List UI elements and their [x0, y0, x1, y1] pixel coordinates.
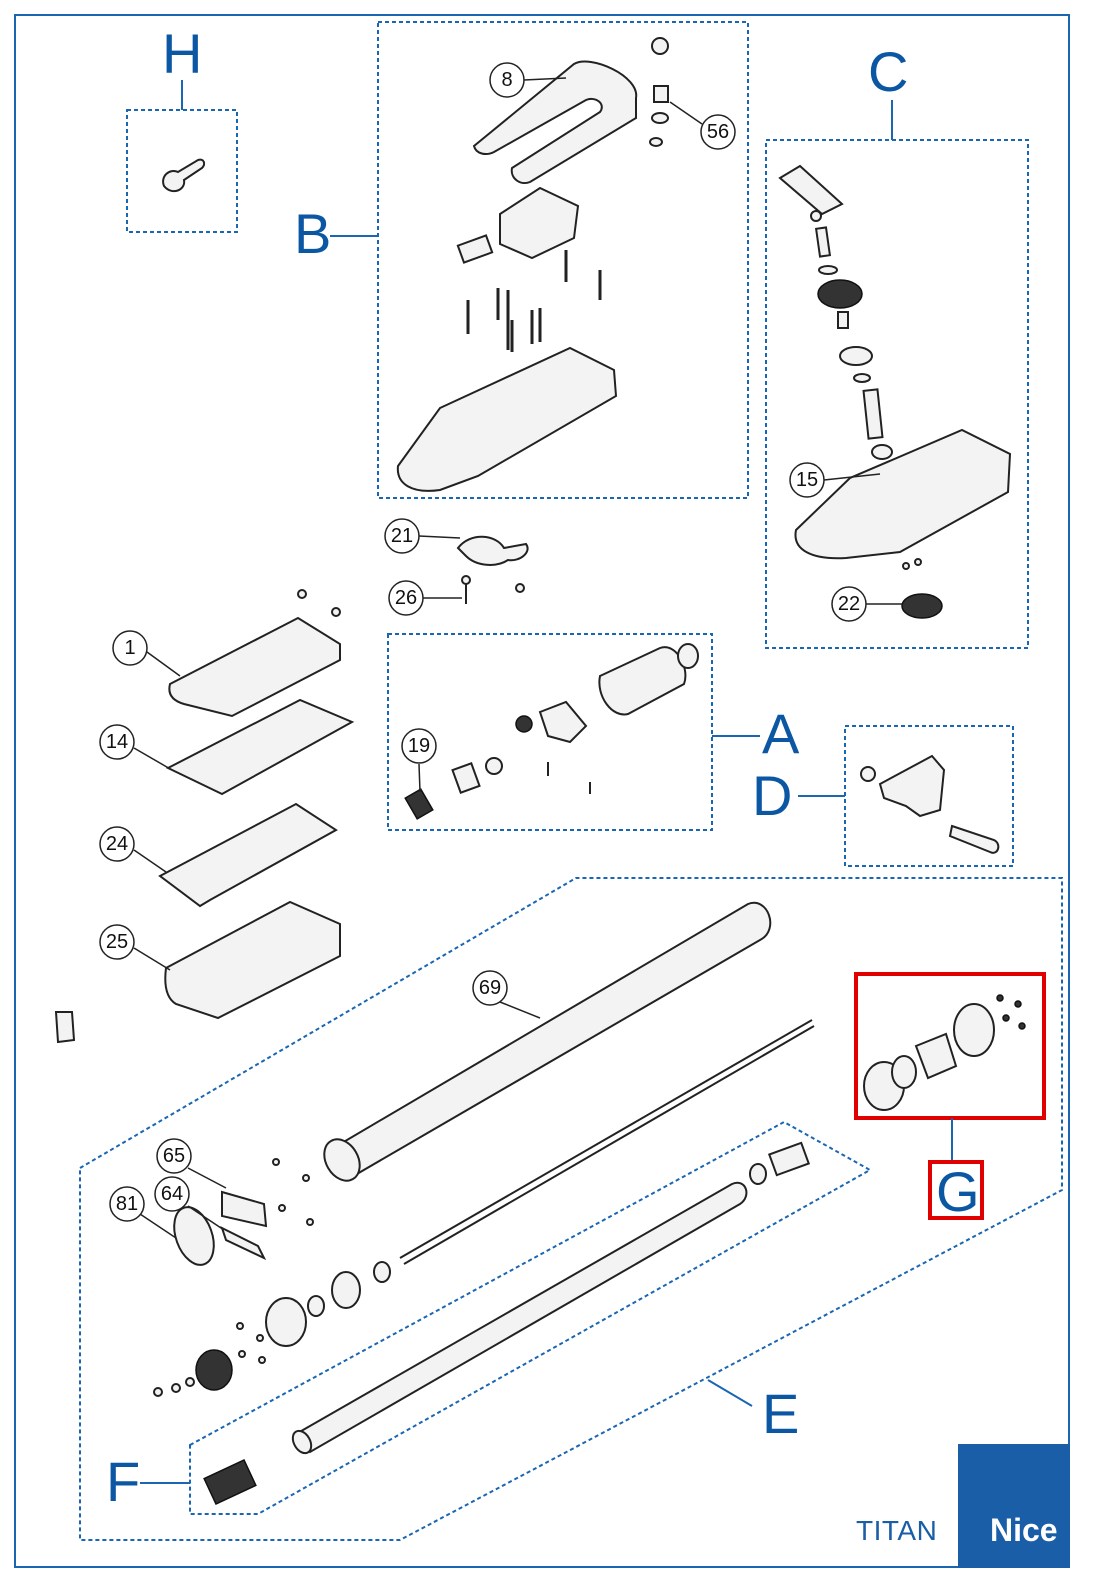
part-number-22: 22 — [838, 593, 860, 615]
callout-26: 26 — [388, 580, 462, 616]
lower-gear-assembly — [778, 164, 1012, 619]
group-label-d: D — [752, 764, 793, 827]
group-label-a: A — [762, 702, 800, 765]
part-number-8: 8 — [501, 69, 512, 91]
callout-65: 65 — [156, 1138, 227, 1189]
part-number-21: 21 — [391, 525, 413, 547]
callout-64: 64 — [154, 1176, 225, 1231]
inner-push-rod — [203, 1141, 811, 1505]
part-number-15: 15 — [796, 469, 818, 491]
callout-15: 15 — [789, 462, 881, 498]
bracket-part-21 — [456, 535, 529, 566]
part-number-1: 1 — [124, 637, 135, 659]
group-c-outline — [765, 139, 1029, 649]
group-b-outline — [377, 21, 749, 499]
brand-logo: Nice — [990, 1512, 1058, 1548]
part-number-25: 25 — [106, 931, 128, 953]
callout-8: 8 — [489, 62, 567, 98]
callout-22: 22 — [831, 586, 902, 622]
callout-21: 21 — [384, 518, 461, 554]
diagram-frame — [14, 14, 1070, 1568]
part-number-64: 64 — [161, 1183, 183, 1205]
leader-e — [707, 1379, 753, 1407]
pin-part-26 — [461, 575, 525, 604]
screw-set — [466, 250, 602, 352]
group-f-outline — [189, 1120, 873, 1515]
group-a-outline — [387, 633, 713, 831]
part-number-81: 81 — [116, 1193, 138, 1215]
group-label-f: F — [106, 1450, 141, 1513]
callout-14: 14 — [99, 724, 173, 771]
group-label-h: H — [162, 22, 203, 85]
group-e-outline — [79, 877, 1063, 1541]
group-label-e: E — [762, 1382, 800, 1445]
group-label-g-box — [928, 1160, 984, 1220]
group-g-highlight — [854, 972, 1046, 1120]
model-name: TITAN — [856, 1515, 938, 1546]
part-number-56: 56 — [707, 121, 729, 143]
upper-housing-assembly — [396, 37, 669, 492]
group-label-c: C — [868, 40, 909, 103]
group-label-b: B — [294, 202, 332, 265]
mounting-bracket — [860, 754, 1000, 854]
callout-56: 56 — [669, 101, 736, 150]
group-h-outline — [126, 109, 238, 233]
control-box-stack — [54, 589, 355, 1044]
callout-1: 1 — [112, 630, 181, 677]
part-number-24: 24 — [106, 833, 128, 855]
part-number-19: 19 — [408, 735, 430, 757]
brand-logo-block — [958, 1444, 1070, 1568]
callout-24: 24 — [99, 826, 167, 873]
callout-69: 69 — [472, 970, 541, 1019]
part-number-26: 26 — [395, 587, 417, 609]
part-number-69: 69 — [479, 977, 501, 999]
actuator-tube-assembly — [153, 901, 815, 1397]
part-number-65: 65 — [163, 1145, 185, 1167]
callout-25: 25 — [99, 924, 171, 971]
end-cap-kit — [863, 994, 1026, 1111]
callout-81: 81 — [109, 1186, 177, 1239]
group-label-g: G — [936, 1160, 980, 1223]
motor-assembly — [404, 643, 699, 820]
callout-19: 19 — [401, 728, 437, 793]
part-number-14: 14 — [106, 731, 128, 753]
release-key-part — [162, 158, 206, 193]
